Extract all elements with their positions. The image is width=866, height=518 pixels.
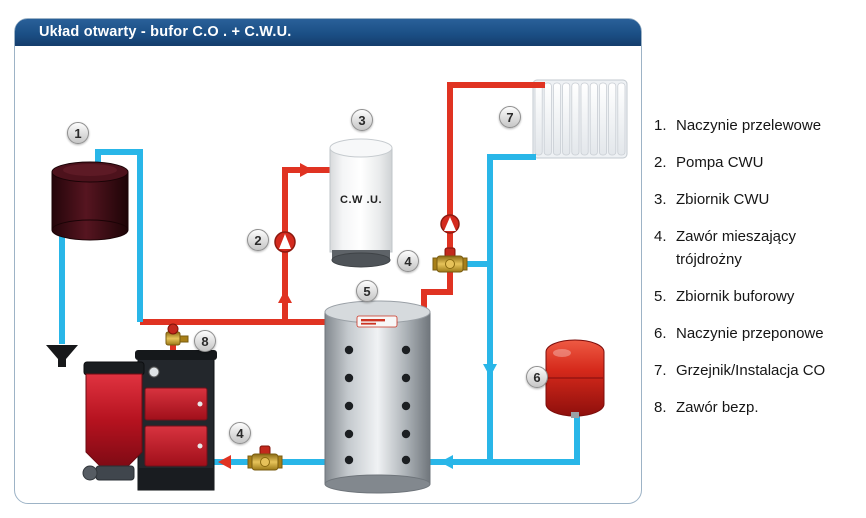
legend-text: Pompa CWU [676, 154, 764, 171]
cwu-pump [274, 231, 296, 253]
legend-item-4: 4. Zawór mieszający trójdrożny [654, 225, 859, 271]
overflow-vessel [51, 161, 129, 241]
legend: 1. Naczynie przelewowe 2. Pompa CWU 3. Z… [654, 114, 859, 419]
legend-text: Grzejnik/Instalacja CO [676, 362, 826, 379]
legend-item-5: 5. Zbiornik buforowy [654, 285, 859, 308]
expansion-vessel [545, 339, 605, 418]
legend-num: 2. [654, 154, 667, 171]
badge-4-top: 4 [397, 250, 419, 272]
legend-num: 1. [654, 117, 667, 134]
fuel-hopper [82, 361, 145, 481]
radiator [532, 79, 628, 159]
mixing-valve-top [432, 247, 468, 273]
legend-num: 3. [654, 191, 667, 208]
legend-text: Zbiornik CWU [676, 191, 770, 208]
safety-valve [165, 323, 189, 346]
badge-4-bottom: 4 [229, 422, 251, 444]
legend-num: 6. [654, 325, 667, 342]
legend-num: 7. [654, 362, 667, 379]
drain-funnel [46, 345, 78, 367]
legend-num: 4. [654, 228, 667, 245]
legend-item-2: 2. Pompa CWU [654, 151, 859, 174]
badge-5: 5 [356, 280, 378, 302]
badge-3: 3 [351, 109, 373, 131]
legend-item-8: 8. Zawór bezp. [654, 396, 859, 419]
legend-item-3: 3. Zbiornik CWU [654, 188, 859, 211]
boiler [135, 350, 217, 491]
legend-num: 8. [654, 399, 667, 416]
co-pump [440, 214, 460, 234]
legend-text: Zbiornik buforowy [676, 288, 795, 305]
cwu-tank-label: C.W .U. [340, 194, 382, 206]
page-title: Układ otwarty - bufor C.O . + C.W.U. [39, 24, 292, 40]
legend-text: Zawór mieszający trójdrożny [676, 228, 797, 268]
legend-text: Naczynie przeponowe [676, 325, 824, 342]
legend-item-6: 6. Naczynie przeponowe [654, 322, 859, 345]
badge-2: 2 [247, 229, 269, 251]
legend-text: Naczynie przelewowe [676, 117, 822, 134]
badge-8: 8 [194, 330, 216, 352]
cwu-tank [329, 138, 393, 268]
legend-item-7: 7. Grzejnik/Instalacja CO [654, 359, 859, 382]
buffer-tank [324, 300, 431, 494]
legend-text: Zawór bezp. [676, 399, 759, 416]
header-bar: Układ otwarty - bufor C.O . + C.W.U. [15, 19, 641, 46]
legend-num: 5. [654, 288, 667, 305]
buffer-tank-logo [356, 315, 398, 328]
flow-arrows [218, 163, 497, 469]
badge-7: 7 [499, 106, 521, 128]
mixing-valve-bottom [247, 445, 283, 471]
legend-item-1: 1. Naczynie przelewowe [654, 114, 859, 137]
buffer-tank-plugs [344, 345, 411, 465]
badge-1: 1 [67, 122, 89, 144]
hot-pipes [140, 82, 545, 360]
badge-6: 6 [526, 366, 548, 388]
